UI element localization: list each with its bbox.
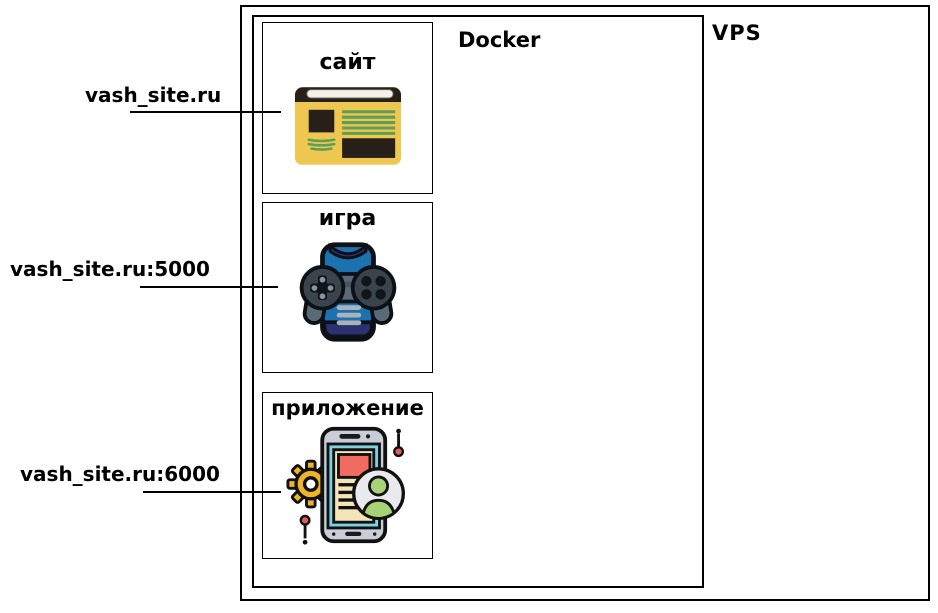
docker-label: Docker: [458, 28, 541, 52]
dpad: [309, 275, 335, 301]
website-browser-icon: [294, 87, 401, 166]
connector-line-app: [143, 491, 281, 493]
service-title-app: приложение: [271, 396, 424, 420]
website-squiggle-lines: [306, 138, 336, 152]
menu-bars: [336, 305, 361, 326]
docker-box: Docker сайт: [252, 15, 704, 588]
website-text-lines: [341, 110, 395, 136]
pin-top-right: [392, 428, 404, 458]
endpoint-label-game: vash_site.ru:5000: [10, 257, 210, 281]
service-box-website: сайт: [262, 22, 433, 194]
page-text-lines: [337, 483, 363, 510]
service-box-game: игра: [262, 202, 433, 373]
pin-bottom-left: [299, 514, 311, 545]
mobile-app-icon: [285, 426, 405, 545]
user-avatar: [351, 467, 405, 521]
action-buttons: [360, 276, 386, 300]
service-title-game: игра: [318, 206, 377, 231]
service-box-app: приложение: [262, 392, 433, 559]
connector-line-website: [130, 111, 281, 113]
vps-label: VPS: [712, 21, 762, 45]
connector-line-game: [140, 286, 278, 288]
endpoint-label-website: vash_site.ru: [85, 83, 222, 107]
endpoint-label-app: vash_site.ru:6000: [20, 462, 220, 486]
service-title-website: сайт: [319, 50, 376, 75]
gamepad-icon: [299, 242, 396, 342]
